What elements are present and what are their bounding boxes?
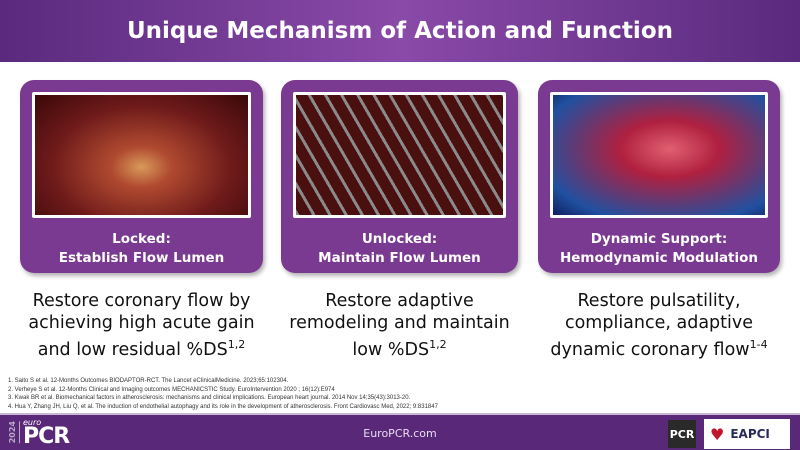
stent-unlocked-image (293, 92, 506, 218)
heart-image (550, 92, 768, 218)
website-link[interactable]: EuroPCR.com (363, 427, 437, 440)
slide-title: Unique Mechanism of Action and Function (127, 18, 673, 44)
desc-line: Restore pulsatility, (577, 291, 741, 311)
heart-icon: ♥ (710, 424, 725, 444)
citation: 1,2 (429, 338, 447, 351)
card-locked: Locked: Establish Flow Lumen (20, 80, 263, 273)
caption-line: Hemodynamic Modulation (559, 250, 759, 266)
title-bar: Unique Mechanism of Action and Function (0, 0, 800, 62)
logo-euro: euro (23, 418, 42, 427)
card-caption: Unlocked: Maintain Flow Lumen (293, 230, 506, 268)
caption-line: Locked: (112, 231, 171, 247)
desc-line: remodeling and maintain (289, 313, 510, 333)
desc-line: achieving high acute gain (28, 313, 255, 333)
eapci-logo: ♥ EAPCI (704, 419, 790, 449)
eapci-text: EAPCI (730, 427, 770, 441)
caption-line: Unlocked: (361, 231, 438, 247)
logo-pcr: PCR (23, 424, 70, 449)
card-unlocked: Unlocked: Maintain Flow Lumen (281, 80, 518, 273)
caption-line: Maintain Flow Lumen (318, 250, 481, 266)
desc-line: and low residual %DS (37, 339, 228, 360)
references: 1. Saito S et al. 12-Months Outcomes BIO… (8, 377, 438, 411)
stent-locked-image (32, 92, 251, 218)
caption-line: Establish Flow Lumen (58, 250, 225, 266)
desc-line: dynamic coronary flow (550, 339, 750, 360)
card-caption: Dynamic Support: Hemodynamic Modulation (550, 230, 768, 268)
desc-line: Restore adaptive (325, 291, 474, 311)
pcr-logo: PCR (668, 420, 696, 448)
reference: 4. Hua Y, Zhang JH, Liu Q, et al. The in… (8, 403, 438, 410)
citation: 1,2 (227, 338, 246, 351)
card-caption: Locked: Establish Flow Lumen (32, 230, 251, 268)
reference: 1. Saito S et al. 12-Months Outcomes BIO… (8, 378, 289, 384)
citation: 1-4 (749, 338, 768, 351)
description-dynamic: Restore pulsatility,compliance, adaptive… (538, 290, 780, 361)
caption-line: Dynamic Support: (590, 231, 728, 247)
card-dynamic-support: Dynamic Support: Hemodynamic Modulation (538, 80, 780, 273)
reference: 2. Verheye S et al. 12-Months Clinical a… (8, 386, 335, 393)
reference: 3. Kwak BR et al. Biomechanical factors … (8, 395, 411, 401)
desc-line: low %DS (352, 339, 430, 360)
desc-line: Restore coronary flow by (32, 291, 251, 311)
desc-line: compliance, adaptive (564, 313, 754, 333)
